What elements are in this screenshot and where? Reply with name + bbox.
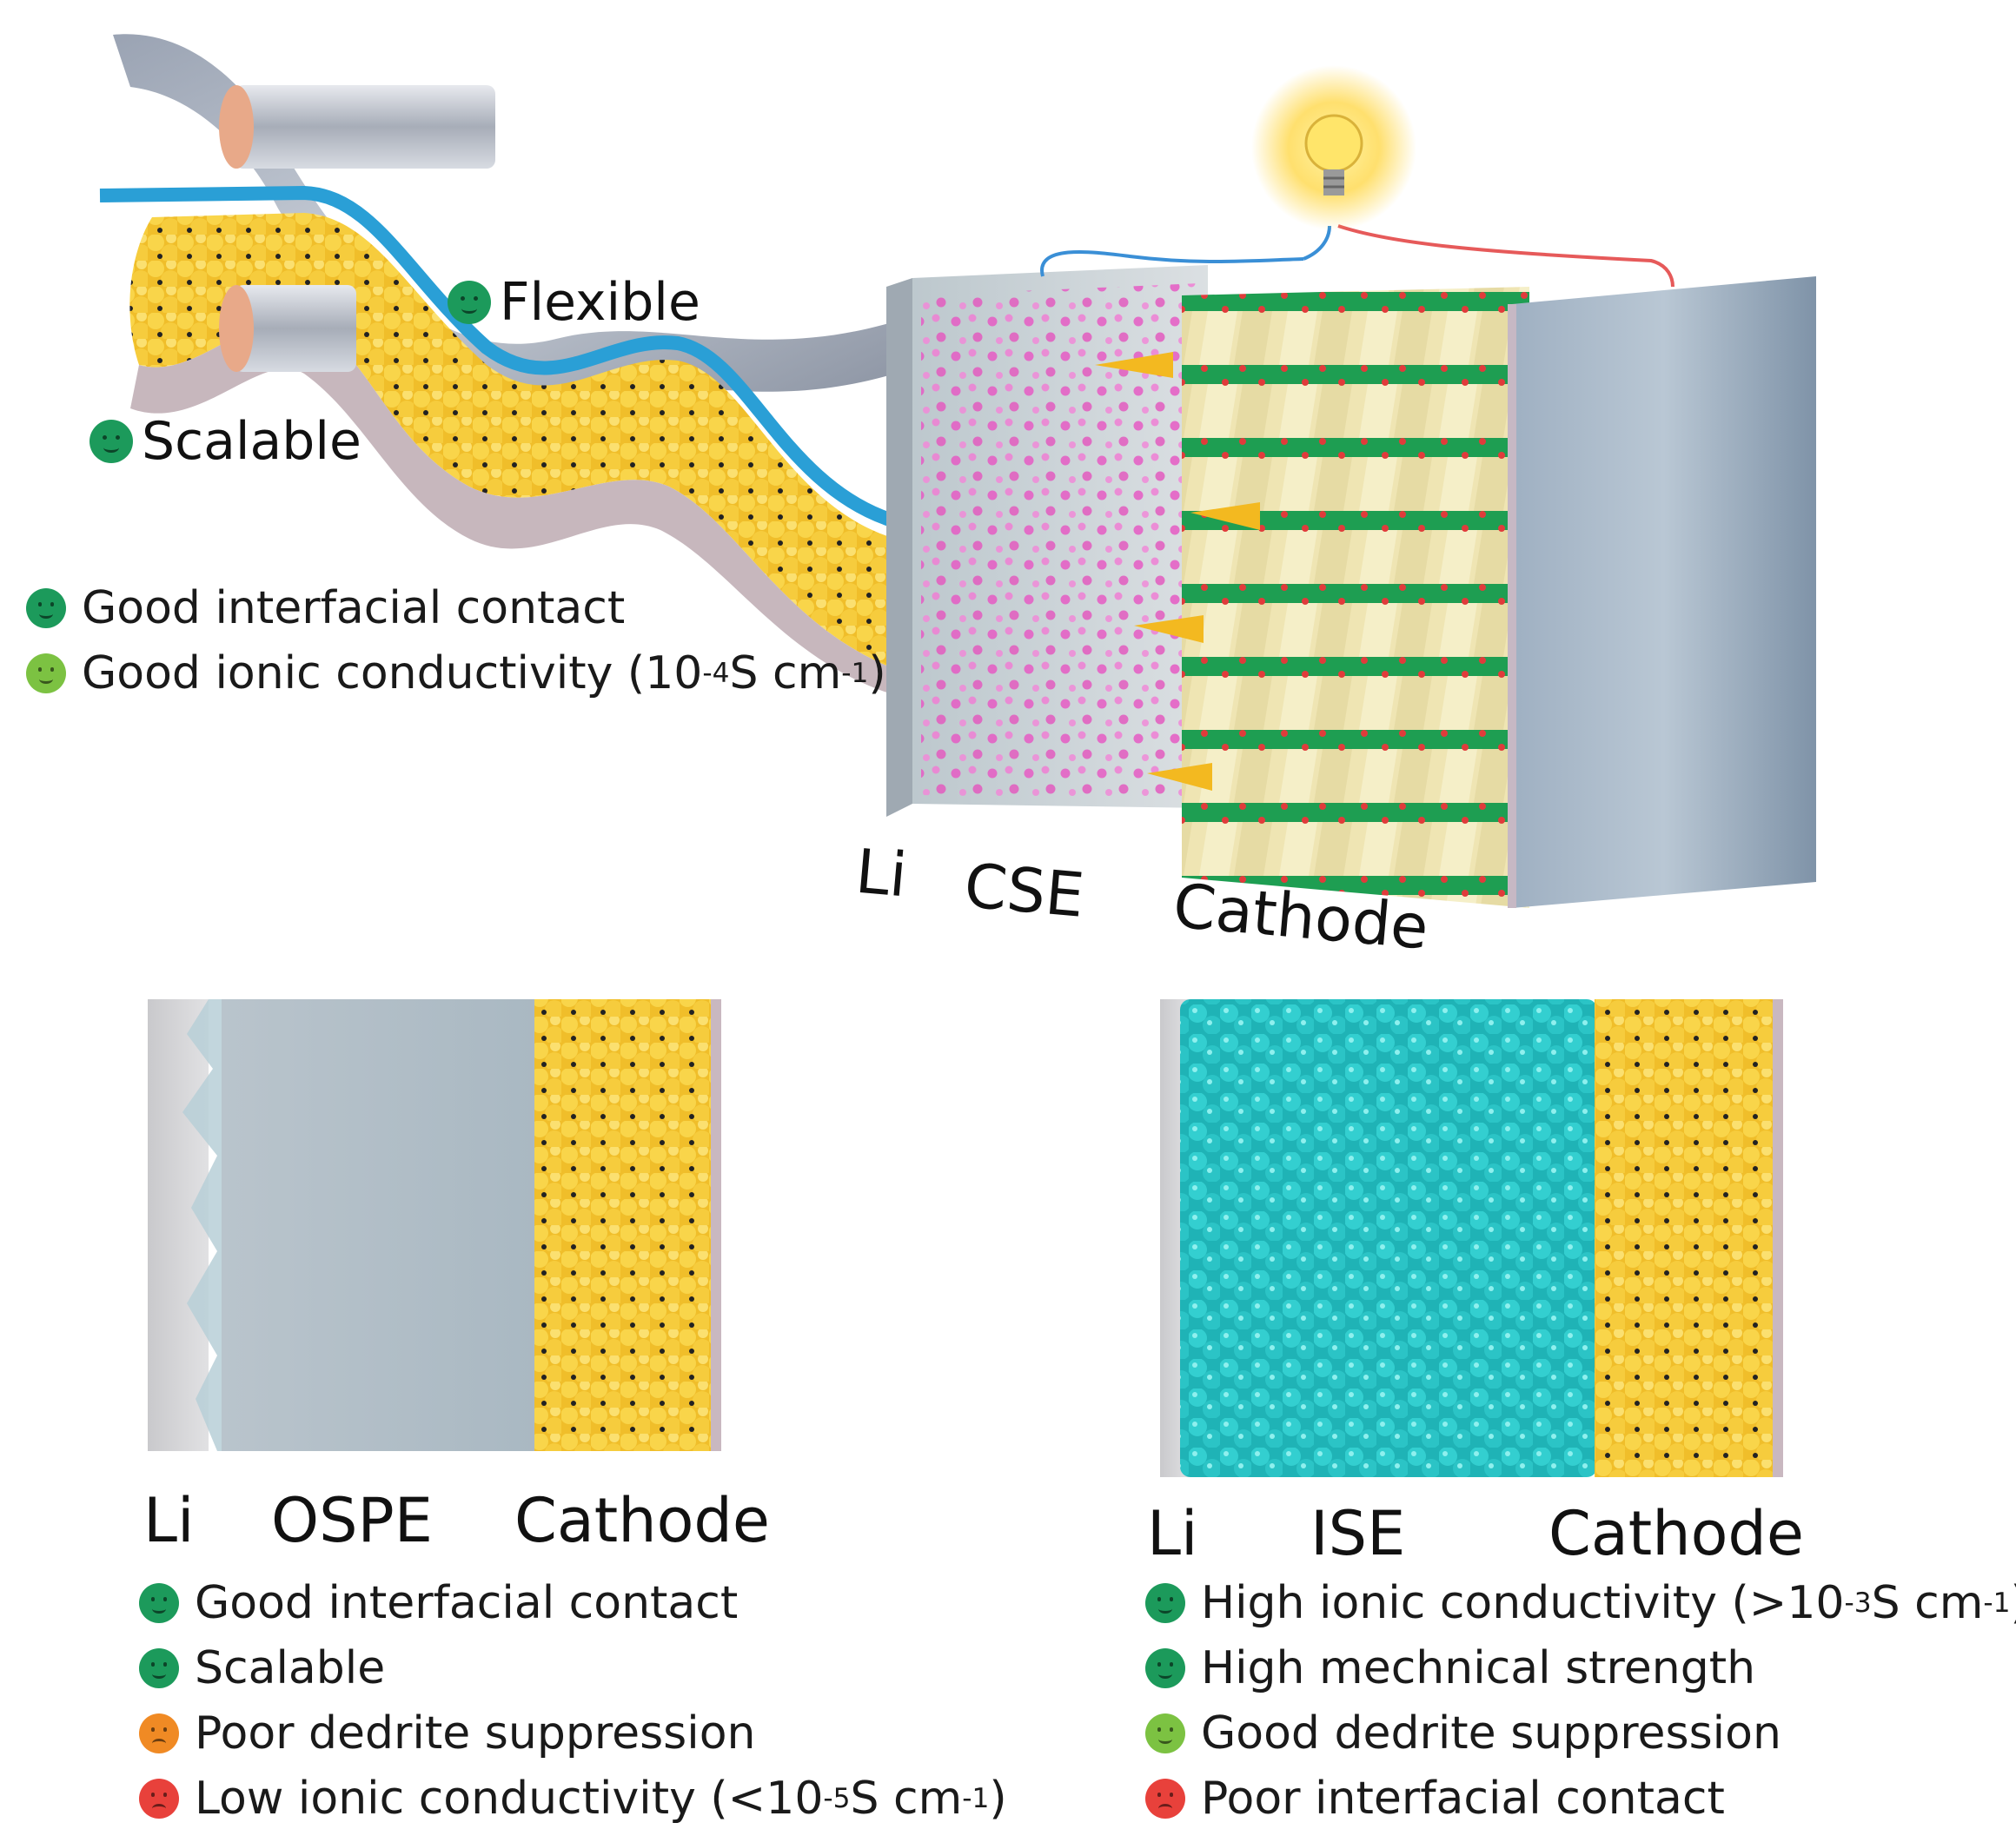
- happy-face-icon: [139, 1648, 179, 1688]
- lithium-anode: [886, 278, 912, 817]
- light-bulb-icon: [1251, 65, 1416, 230]
- ise-electrolyte: [1180, 999, 1597, 1477]
- top-label-cse: CSE: [961, 850, 1087, 931]
- ise-feature-2: Good dedrite suppression: [1145, 1707, 1781, 1760]
- composite-battery-cell: [886, 65, 1816, 908]
- happy-face-icon: [139, 1583, 179, 1623]
- lithium-anode: [148, 999, 209, 1451]
- ospe-label-li: Li: [143, 1485, 195, 1556]
- happy-face-icon: [90, 420, 133, 463]
- negative-wire: [1040, 250, 1304, 277]
- ospe-feature-0: Good interfacial contact: [139, 1577, 738, 1629]
- cathode-lattice: [1182, 287, 1529, 908]
- ospe-cell: [148, 999, 721, 1451]
- happy-face-icon: [1145, 1583, 1185, 1623]
- ospe-label-electrolyte: OSPE: [271, 1485, 433, 1556]
- cathode-layer: [534, 999, 717, 1451]
- lithium-ion-arrows: [1095, 352, 1260, 791]
- ospe-feature-2: Poor dedrite suppression: [139, 1707, 755, 1760]
- ise-label-electrolyte: ISE: [1310, 1498, 1406, 1569]
- roll-to-roll-process: [99, 34, 898, 695]
- current-collector-foil: [130, 316, 895, 695]
- top-feature-good-interfacial-contact: Good interfacial contact: [26, 582, 625, 634]
- ise-feature-1: High mechnical strength: [1145, 1642, 1755, 1694]
- ospe-electrolyte: [222, 999, 543, 1451]
- tag-scalable: Scalable: [90, 415, 361, 467]
- top-label-li: Li: [852, 835, 910, 911]
- sad-face-icon: [139, 1779, 179, 1819]
- ospe-feature-1: Scalable: [139, 1642, 385, 1694]
- ise-feature-3: Poor interfacial contact: [1145, 1773, 1725, 1825]
- top-feature-good-ionic-conductivity: Good ionic conductivity (10-4 S cm-1): [26, 647, 886, 699]
- separator-film: [99, 186, 898, 528]
- cathode-current-collector: [1512, 276, 1816, 908]
- lithium-dendrites: [182, 999, 226, 1451]
- foil-sheet: [113, 34, 895, 396]
- positive-wire: [1337, 224, 1674, 288]
- sad-face-icon: [1145, 1779, 1185, 1819]
- ise-label-cathode: Cathode: [1548, 1498, 1804, 1569]
- happy-face-icon: [1145, 1648, 1185, 1688]
- ise-feature-0: High ionic conductivity (>10-3 S cm-1): [1145, 1577, 2016, 1629]
- upper-roller: [219, 85, 495, 169]
- happy-face-icon: [448, 281, 491, 324]
- ospe-label-cathode: Cathode: [514, 1485, 770, 1556]
- lower-roller: [219, 285, 356, 372]
- tag-flexible: Flexible: [448, 276, 700, 328]
- happy-face-icon: [26, 588, 66, 628]
- ise-label-li: Li: [1147, 1498, 1198, 1569]
- ospe-feature-3: Low ionic conductivity (<10-5 S cm-1): [139, 1773, 1007, 1825]
- happy-face-icon: [26, 653, 66, 693]
- sad-face-icon: [139, 1713, 179, 1753]
- ise-cell: [1160, 999, 1783, 1477]
- happy-face-icon: [1145, 1713, 1185, 1753]
- cathode-layer: [1595, 999, 1777, 1477]
